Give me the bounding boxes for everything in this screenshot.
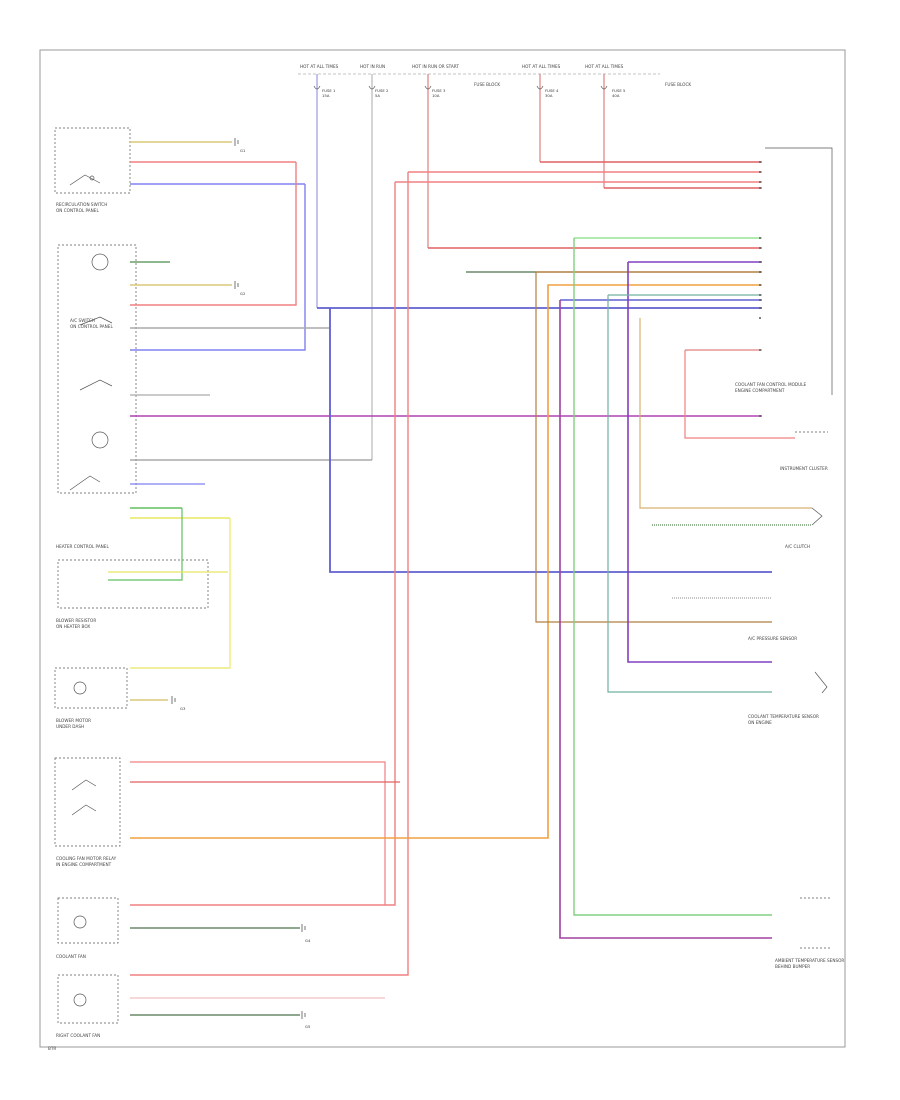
grounds: G1 G2 G3 G4 G5 <box>171 138 311 1029</box>
fuse-4-name: FUSE 4 <box>545 88 559 93</box>
blower-resistor-sub: ON HEATER BOX <box>56 624 90 629</box>
fuse-3-amps: 10A <box>432 93 440 98</box>
fuse-4: HOT AT ALL TIMES FUSE 4 30A <box>522 64 561 98</box>
ground-g5-label: G5 <box>305 1024 311 1029</box>
ground-g1-label: G1 <box>240 148 246 153</box>
recirculation-switch: RECIRCULATION SWITCH ON CONTROL PANEL <box>54 127 131 213</box>
ambient-temp-label: AMBIENT TEMPERATURE SENSOR <box>775 958 844 963</box>
ground-g3-icon: G3 <box>171 696 186 711</box>
ground-g4-icon: G4 <box>301 924 311 943</box>
fuse-5-name: FUSE 5 <box>612 88 626 93</box>
fuse-1: HOT AT ALL TIMES FUSE 1 15A <box>300 64 339 98</box>
fuse-2-label: HOT IN RUN <box>360 64 385 69</box>
ground-g4-label: G4 <box>305 938 311 943</box>
fuse-block-top: HOT AT ALL TIMES FUSE 1 15A HOT IN RUN F… <box>298 64 691 98</box>
coolant-temp-label: COOLANT TEMPERATURE SENSOR <box>748 714 819 719</box>
ground-g2-label: G2 <box>240 291 246 296</box>
fuse-3-label: HOT IN RUN OR START <box>412 64 459 69</box>
ground-g1-icon: G1 <box>234 138 246 153</box>
coolant-temp-sub: ON ENGINE <box>748 720 772 725</box>
ac-clutch: A/C CLUTCH <box>785 507 823 549</box>
coolant-temp-sensor: COOLANT TEMPERATURE SENSOR ON ENGINE <box>748 671 828 725</box>
fuse-4-label: HOT AT ALL TIMES <box>522 64 561 69</box>
fuse-block-label-2: FUSE BLOCK <box>665 82 691 87</box>
fuse-5-amps: 40A <box>612 93 620 98</box>
fuse-4-amps: 30A <box>545 93 553 98</box>
fuse-5: HOT AT ALL TIMES FUSE 5 40A <box>585 64 626 98</box>
fuse-3: HOT IN RUN OR START FUSE 3 10A <box>412 64 459 98</box>
heater-control-panel: A/C SWITCH ON CONTROL PANEL HEATER CONTR… <box>56 244 137 549</box>
right-coolant-fan: RIGHT COOLANT FAN <box>56 974 119 1038</box>
ac-pressure-sensor: A/C PRESSURE SENSOR <box>748 636 797 641</box>
fuse-drops <box>313 74 608 460</box>
footer-label: BTR <box>48 1046 56 1051</box>
fan-relay-sub: IN ENGINE COMPARTMENT <box>56 862 112 867</box>
fuse-1-amps: 15A <box>322 93 330 98</box>
blower-resistor: BLOWER RESISTOR ON HEATER BOX <box>56 559 209 629</box>
ground-g3-label: G3 <box>180 706 186 711</box>
ac-pressure-label: A/C PRESSURE SENSOR <box>748 636 797 641</box>
cooling-fan-relay: COOLING FAN MOTOR RELAY IN ENGINE COMPAR… <box>54 757 121 867</box>
coolant-fan-control-module: COOLANT FAN CONTROL MODULE ENGINE COMPAR… <box>735 147 833 395</box>
blower-resistor-label: BLOWER RESISTOR <box>56 618 96 623</box>
recirc-switch-label: RECIRCULATION SWITCH <box>56 202 107 207</box>
fuse-3-name: FUSE 3 <box>432 88 446 93</box>
recirc-switch-sub: ON CONTROL PANEL <box>56 208 99 213</box>
instrument-cluster: INSTRUMENT CLUSTER <box>780 431 828 471</box>
fuse-1-name: FUSE 1 <box>322 88 336 93</box>
fan-module-label: COOLANT FAN CONTROL MODULE <box>735 382 806 387</box>
ac-switch-sub: ON CONTROL PANEL <box>70 324 113 329</box>
fuse-block-label-1: FUSE BLOCK <box>474 82 500 87</box>
blower-motor-sub: UNDER DASH <box>56 724 84 729</box>
ac-switch-label: A/C SWITCH <box>70 318 95 323</box>
ac-clutch-label: A/C CLUTCH <box>785 544 810 549</box>
fuse-2: HOT IN RUN FUSE 2 5A <box>360 64 389 98</box>
blower-motor: BLOWER MOTOR UNDER DASH <box>54 667 128 729</box>
fan-module-sub: ENGINE COMPARTMENT <box>735 388 785 393</box>
fuse-5-label: HOT AT ALL TIMES <box>585 64 624 69</box>
blower-motor-label: BLOWER MOTOR <box>56 718 91 723</box>
ground-g2-icon: G2 <box>234 281 246 296</box>
coolant-fan-label: COOLANT FAN <box>56 954 86 959</box>
module-pins <box>759 161 761 417</box>
wires <box>108 141 812 1016</box>
heater-panel-label: HEATER CONTROL PANEL <box>56 544 109 549</box>
fuse-2-name: FUSE 2 <box>375 88 389 93</box>
fuse-2-amps: 5A <box>375 93 380 98</box>
diagram-frame <box>39 49 846 1048</box>
ambient-temp-sub: BEHIND BUMPER <box>775 964 810 969</box>
right-coolant-fan-label: RIGHT COOLANT FAN <box>56 1033 100 1038</box>
instrument-cluster-label: INSTRUMENT CLUSTER <box>780 466 828 471</box>
ambient-temp-sensor: AMBIENT TEMPERATURE SENSOR BEHIND BUMPER <box>775 897 844 969</box>
ground-g5-icon: G5 <box>301 1011 311 1029</box>
fuse-1-label: HOT AT ALL TIMES <box>300 64 339 69</box>
fan-relay-label: COOLING FAN MOTOR RELAY <box>56 856 117 861</box>
coolant-fan: COOLANT FAN <box>56 897 119 959</box>
